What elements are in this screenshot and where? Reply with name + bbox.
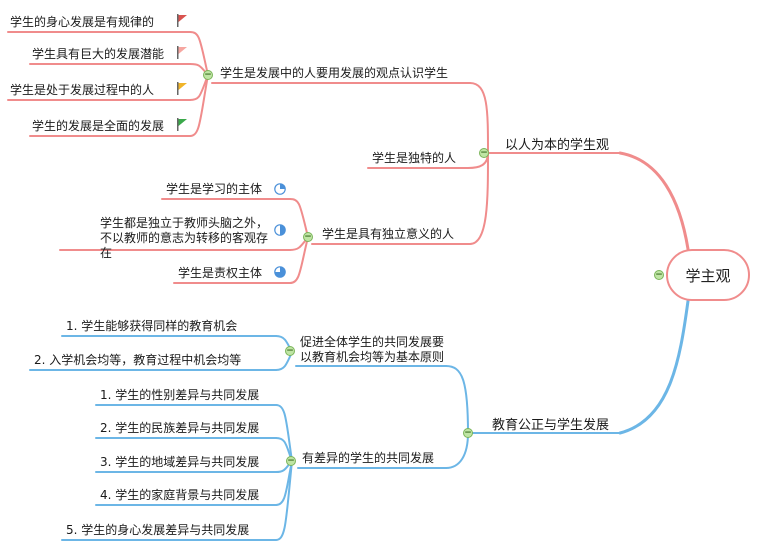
- progress-pie-fill: [274, 266, 286, 278]
- edge-diverse-1: [275, 404, 293, 462]
- list-item[interactable]: 学生是责权主体: [178, 266, 263, 280]
- topic-develop[interactable]: 学生是发展中的人要用发展的观点认识学生: [220, 66, 449, 80]
- edge-people-independent: [469, 152, 489, 245]
- flag-icon: [177, 14, 187, 27]
- topic-unique[interactable]: 学生是独特的人: [372, 151, 457, 165]
- list-item[interactable]: 学生是学习的主体: [166, 182, 263, 196]
- topic-equal[interactable]: 促进全体学生的共同发展要以教育机会均等为基本原则: [300, 335, 445, 364]
- list-item[interactable]: 4. 学生的家庭背景与共同发展: [100, 488, 260, 502]
- topic-diverse[interactable]: 有差异的学生的共同发展: [302, 451, 435, 465]
- list-item[interactable]: 学生具有巨大的发展潜能: [32, 47, 165, 61]
- progress-pie-icon: [274, 266, 286, 278]
- list-item[interactable]: 3. 学生的地域差异与共同发展: [100, 455, 260, 469]
- list-item[interactable]: 1. 学生的性别差异与共同发展: [100, 388, 260, 402]
- edge-indep-3: [289, 236, 309, 284]
- collapse-toggle-equal[interactable]: −: [285, 346, 295, 356]
- collapse-toggle-independent[interactable]: −: [303, 232, 313, 242]
- list-item[interactable]: 学生的发展是全面的发展: [32, 119, 165, 133]
- edge-equity-diverse: [445, 432, 469, 469]
- list-item[interactable]: 学生是处于发展过程中的人: [10, 83, 155, 97]
- edge-equity-equal: [445, 365, 469, 434]
- edge-root-equity: [618, 299, 690, 435]
- edge-develop-4: [189, 74, 209, 137]
- flag-icon: [177, 118, 187, 131]
- collapse-toggle-diverse[interactable]: −: [286, 456, 296, 466]
- progress-pie-icon: [274, 224, 286, 236]
- progress-pie-fill: [280, 183, 286, 189]
- root-topic[interactable]: 学主观: [666, 249, 750, 301]
- list-item[interactable]: 2. 学生的民族差异与共同发展: [100, 421, 260, 435]
- list-item[interactable]: 学生都是独立于教师头脑之外，不以教师的意志为转移的客观存在: [100, 216, 269, 260]
- topic-independent[interactable]: 学生是具有独立意义的人: [322, 227, 455, 241]
- collapse-toggle-equity[interactable]: −: [463, 428, 473, 438]
- edge-develop-1: [189, 31, 209, 76]
- edge-people-develop: [469, 82, 489, 154]
- edge-indep-1: [289, 198, 309, 238]
- flag-icon: [177, 82, 187, 95]
- collapse-toggle-people[interactable]: −: [479, 148, 489, 158]
- edge-diverse-5: [275, 460, 293, 541]
- list-item[interactable]: 2. 入学机会均等，教育过程中机会均等: [34, 353, 242, 367]
- progress-pie-icon: [274, 183, 286, 195]
- progress-pie-fill: [280, 224, 286, 236]
- branch-equity[interactable]: 教育公正与学生发展: [492, 418, 610, 433]
- flag-icon: [177, 46, 187, 59]
- list-item[interactable]: 1. 学生能够获得同样的教育机会: [66, 319, 238, 333]
- edge-root-people: [618, 151, 690, 251]
- branch-people[interactable]: 以人为本的学生观: [505, 138, 610, 153]
- list-item[interactable]: 学生的身心发展是有规律的: [10, 15, 155, 29]
- root-label: 学主观: [685, 266, 731, 285]
- collapse-toggle-root[interactable]: −: [654, 270, 664, 280]
- list-item[interactable]: 5. 学生的身心发展差异与共同发展: [66, 523, 250, 537]
- collapse-toggle-develop[interactable]: −: [203, 70, 213, 80]
